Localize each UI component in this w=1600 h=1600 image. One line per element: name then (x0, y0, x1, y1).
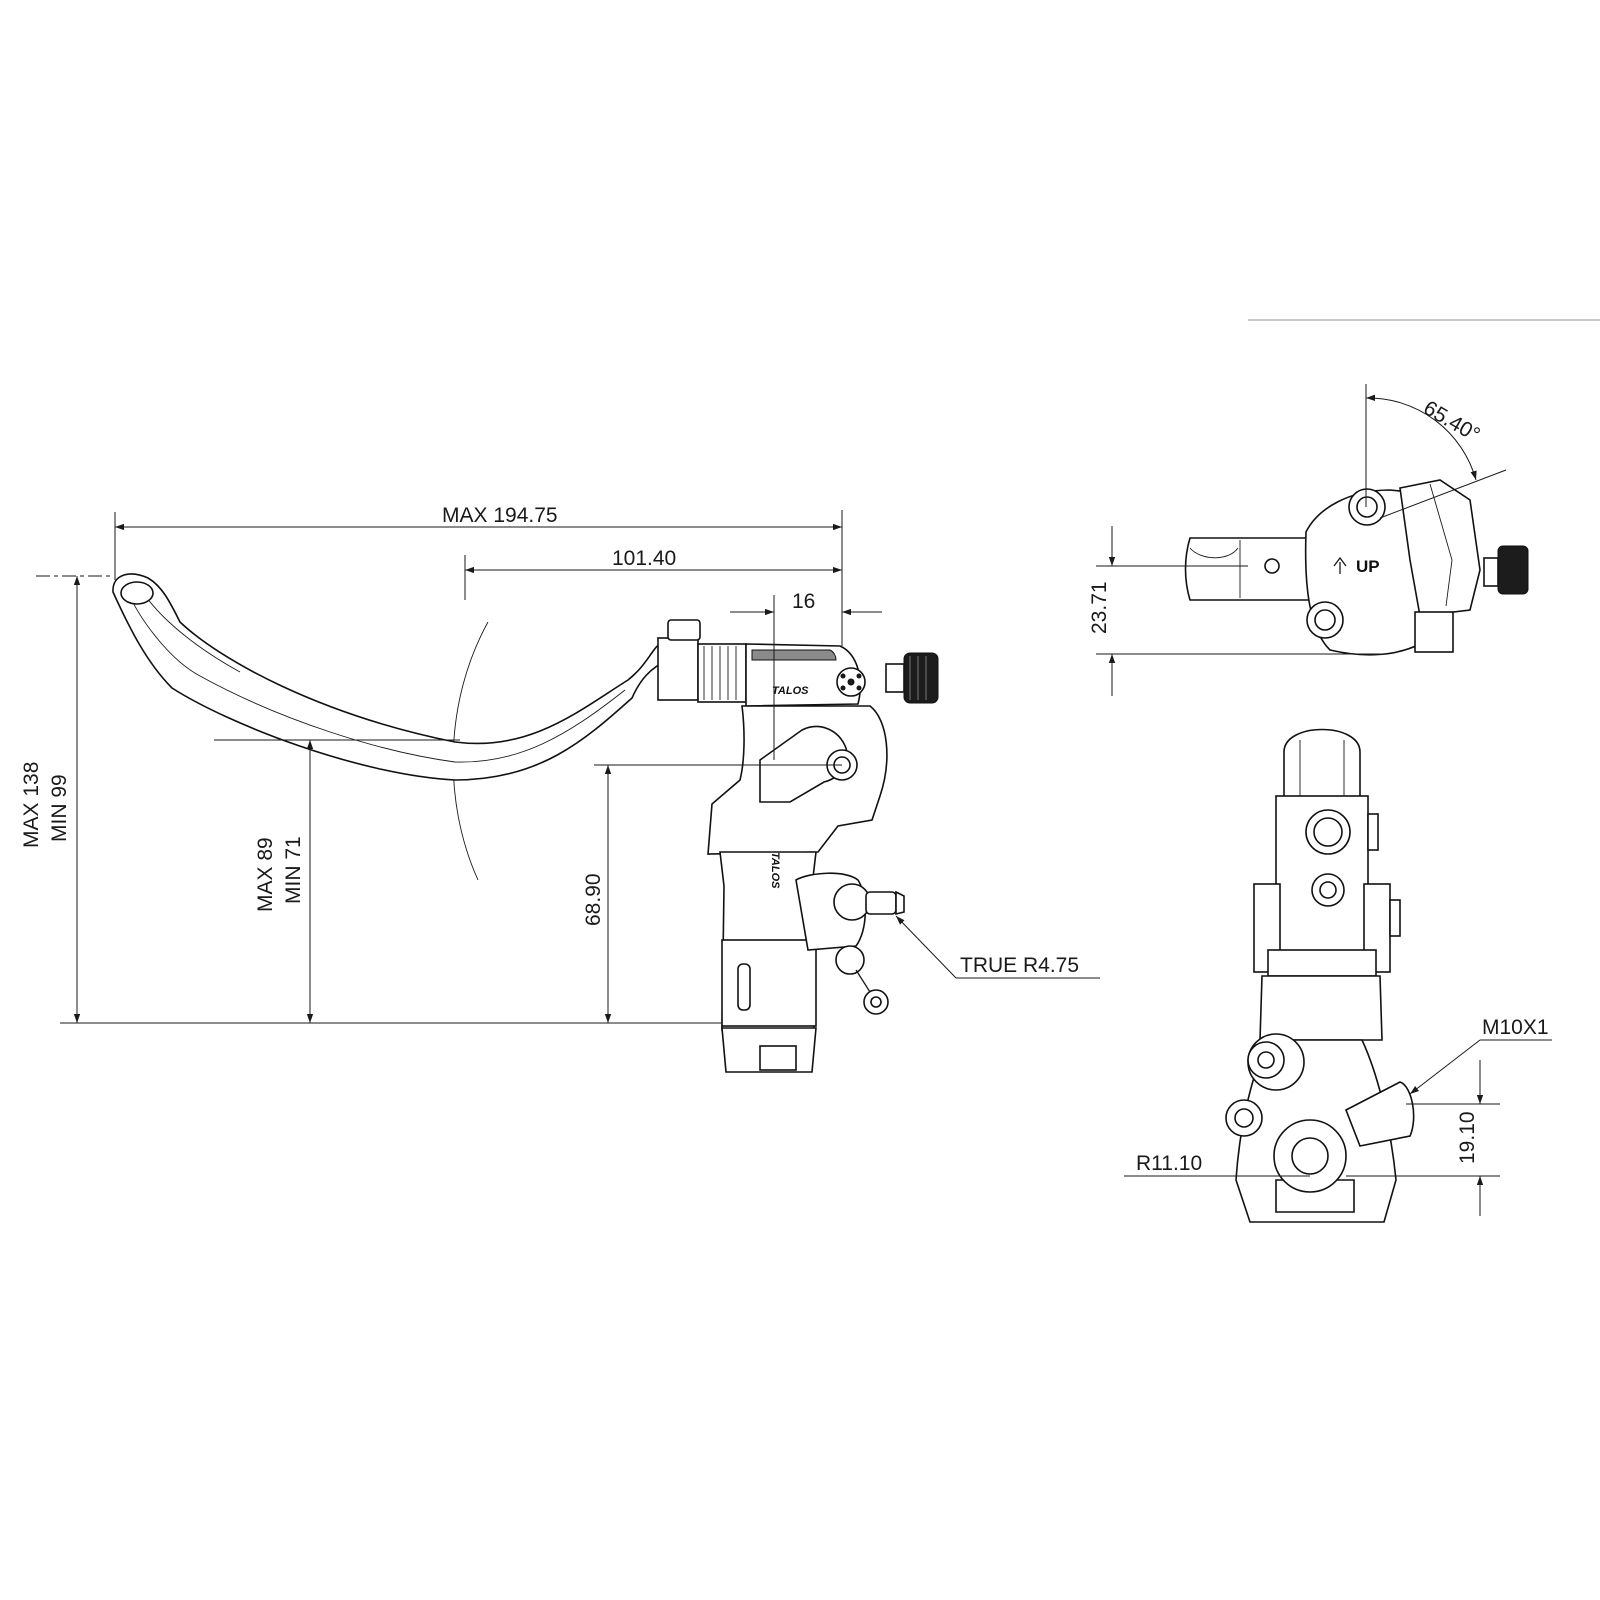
dim-height-max: MAX 138 (20, 762, 43, 848)
front-view (1225, 728, 1415, 1223)
front-dimensions: 19.10 M10X1 R11.10 (1124, 1016, 1552, 1216)
pivot-housing (707, 705, 888, 855)
dim-body-height: 68.90 (582, 873, 605, 926)
dim-height-min: MIN 99 (48, 774, 71, 842)
cylinder-body: TALOS (719, 851, 817, 1073)
dim-clamp-radius: R11.10 (1136, 1152, 1202, 1175)
dim-thread: M10X1 (1482, 1016, 1549, 1039)
remote-adjuster-knob (885, 652, 939, 704)
dim-top-offset: 23.71 (1088, 581, 1111, 634)
dim-offset-16: 16 (792, 590, 815, 613)
lever-adjuster: TALOS (657, 619, 866, 707)
dim-angle: 65.40° (1420, 396, 1484, 446)
side-view: TALOS (112, 573, 939, 1073)
dim-port-offset: 19.10 (1456, 1111, 1479, 1164)
dim-max-length: MAX 194.75 (442, 504, 558, 527)
up-arrow-icon (1333, 556, 1347, 574)
up-marking: UP (1356, 557, 1380, 576)
dim-banjo-radius: TRUE R4.75 (960, 954, 1079, 977)
brake-lever (112, 573, 669, 781)
banjo-outlet (795, 872, 905, 951)
side-dimensions: MAX 194.75 101.40 16 MAX 138 MIN 99 MAX … (20, 504, 1100, 1024)
bleed-nipple (835, 945, 889, 1015)
top-view: UP (1184, 479, 1529, 656)
body-logo: TALOS (769, 852, 781, 889)
side-logo: TALOS (772, 685, 809, 697)
dim-lever-min: MIN 71 (282, 836, 305, 904)
dim-lever-max: MAX 89 (254, 837, 277, 912)
dim-pivot-to-end: 101.40 (612, 547, 676, 570)
